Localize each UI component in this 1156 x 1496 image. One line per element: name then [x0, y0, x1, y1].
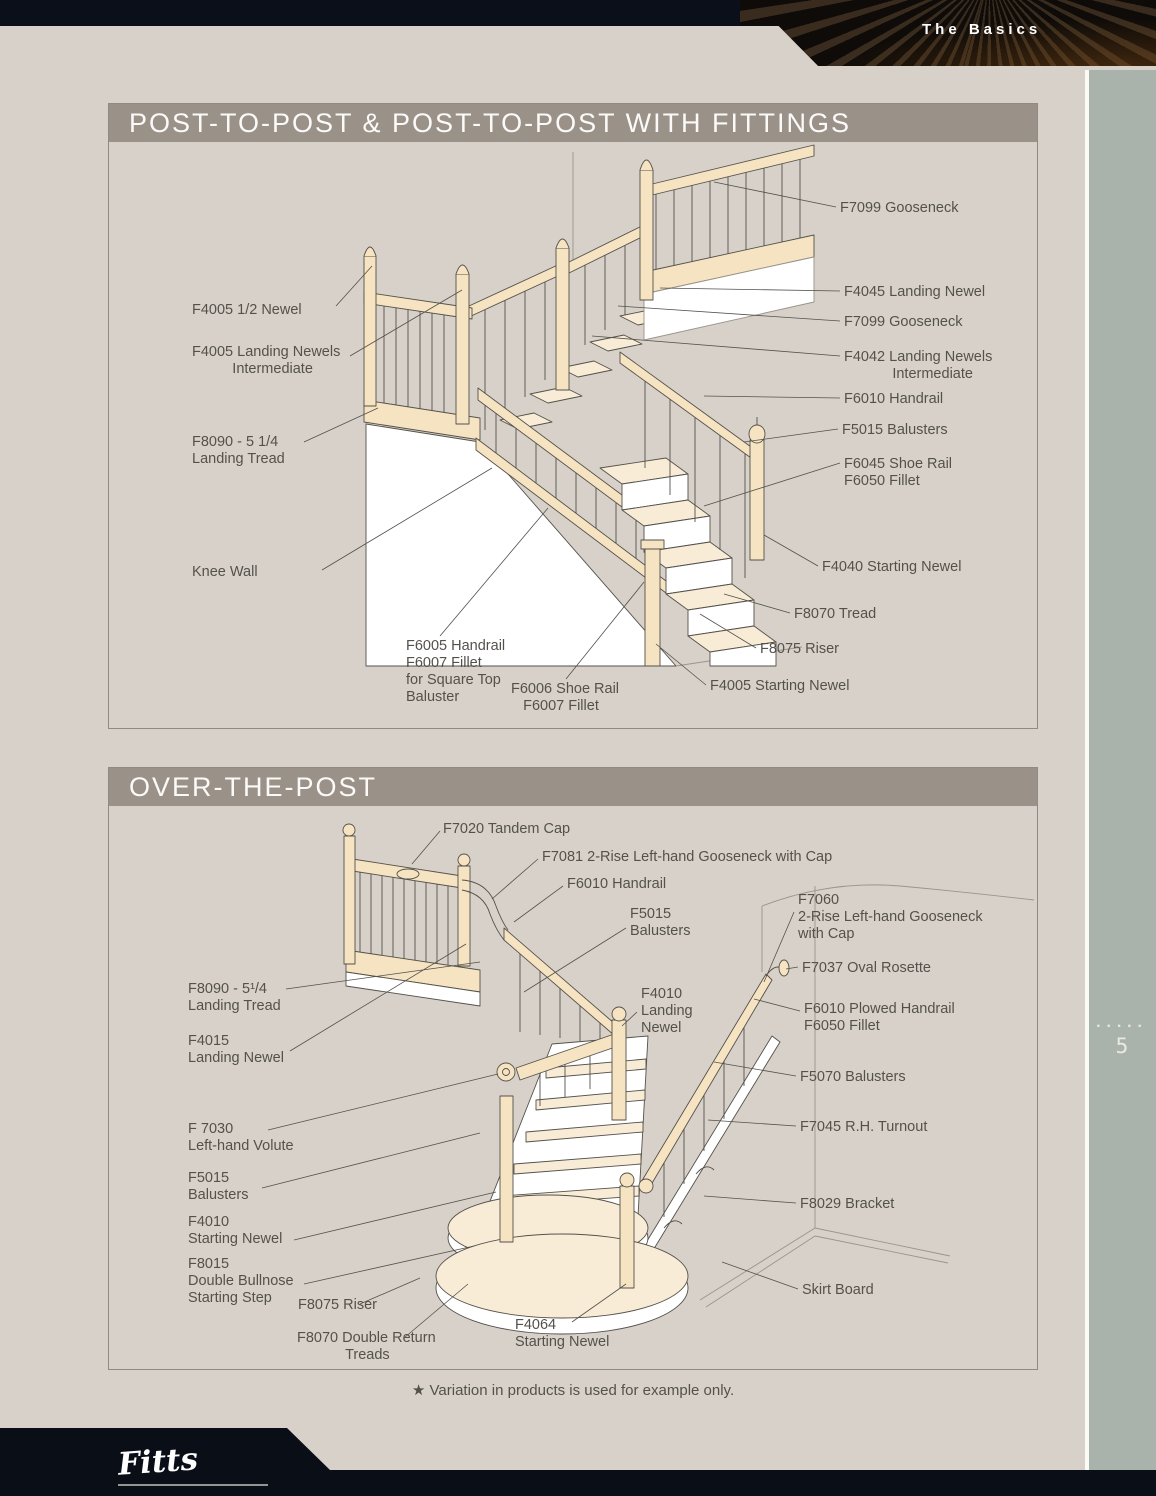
part-label: F4010 Landing Newel	[641, 986, 693, 1036]
part-label: F6010 Plowed Handrail F6050 Fillet	[804, 1001, 955, 1034]
part-label: F7037 Oval Rosette	[802, 960, 931, 976]
part-label: F4005 1/2 Newel	[192, 302, 302, 318]
part-label: F7060 2-Rise Left-hand Gooseneck with Ca…	[798, 892, 983, 942]
part-label: F8075 Riser	[760, 641, 839, 657]
part-label: F 7030 Left-hand Volute	[188, 1121, 294, 1154]
part-label: F7020 Tandem Cap	[443, 821, 571, 837]
part-label: F8090 - 5 1/4 Landing Tread	[192, 434, 285, 467]
part-label: F8015 Double Bullnose Starting Step	[188, 1256, 294, 1306]
part-label: F8070 Tread	[794, 606, 877, 622]
part-label: F6045 Shoe Rail F6050 Fillet	[844, 456, 953, 489]
part-label: F7045 R.H. Turnout	[800, 1119, 928, 1135]
part-label: F8075 Riser	[298, 1297, 377, 1313]
part-label: F7081 2-Rise Left-hand Gooseneck with Ca…	[542, 849, 833, 865]
part-label: F4010 Starting Newel	[188, 1214, 283, 1247]
part-label: Skirt Board	[802, 1282, 874, 1298]
part-label: F4042 Landing Newels Intermediate	[844, 349, 993, 382]
part-label: F6010 Handrail	[567, 876, 667, 892]
part-label: F5015 Balusters	[188, 1170, 249, 1203]
part-label: F4064 Starting Newel	[515, 1317, 610, 1350]
fitts-logo: Fitts	[116, 1441, 200, 1483]
page-section-title: The Basics	[922, 21, 1042, 38]
part-label: F8029 Bracket	[800, 1196, 895, 1212]
part-label: Knee Wall	[192, 564, 258, 580]
part-label: F8090 - 5¹/4 Landing Tread	[188, 981, 281, 1014]
part-label: F5070 Balusters	[800, 1069, 906, 1085]
part-label: F4015 Landing Newel	[188, 1033, 284, 1066]
part-label: F6006 Shoe Rail F6007 Fillet	[511, 681, 620, 714]
part-label: F4005 Starting Newel	[710, 678, 850, 694]
page-number-dots: ·····	[1096, 1018, 1148, 1035]
panel-over-the-post: OVER-THE-POST	[108, 767, 1038, 1370]
variation-footnote: ★ Variation in products is used for exam…	[411, 1382, 735, 1399]
stair-photo	[740, 0, 1156, 66]
part-label: F5015 Balusters	[630, 906, 691, 939]
part-label: F7099 Gooseneck	[840, 200, 959, 216]
part-label: F4045 Landing Newel	[844, 284, 986, 300]
logo-underline	[118, 1484, 268, 1486]
part-label: F8070 Double Return Treads	[297, 1330, 436, 1363]
part-label: F6010 Handrail	[844, 391, 944, 407]
part-label: F4040 Starting Newel	[822, 559, 962, 575]
part-label: F5015 Balusters	[842, 422, 948, 438]
part-label: F7099 Gooseneck	[844, 314, 963, 330]
panel-title-over-the-post: OVER-THE-POST	[109, 768, 1037, 806]
panel-post-to-post: POST-TO-POST & POST-TO-POST WITH FITTING…	[108, 103, 1038, 729]
part-label: F6005 Handrail F6007 Fillet for Square T…	[406, 638, 506, 705]
sage-sidebar	[1085, 70, 1156, 1470]
page-number: 5	[1115, 1034, 1129, 1058]
part-label: F4005 Landing Newels Intermediate	[192, 344, 341, 377]
panel-title-post-to-post: POST-TO-POST & POST-TO-POST WITH FITTING…	[109, 104, 1037, 142]
